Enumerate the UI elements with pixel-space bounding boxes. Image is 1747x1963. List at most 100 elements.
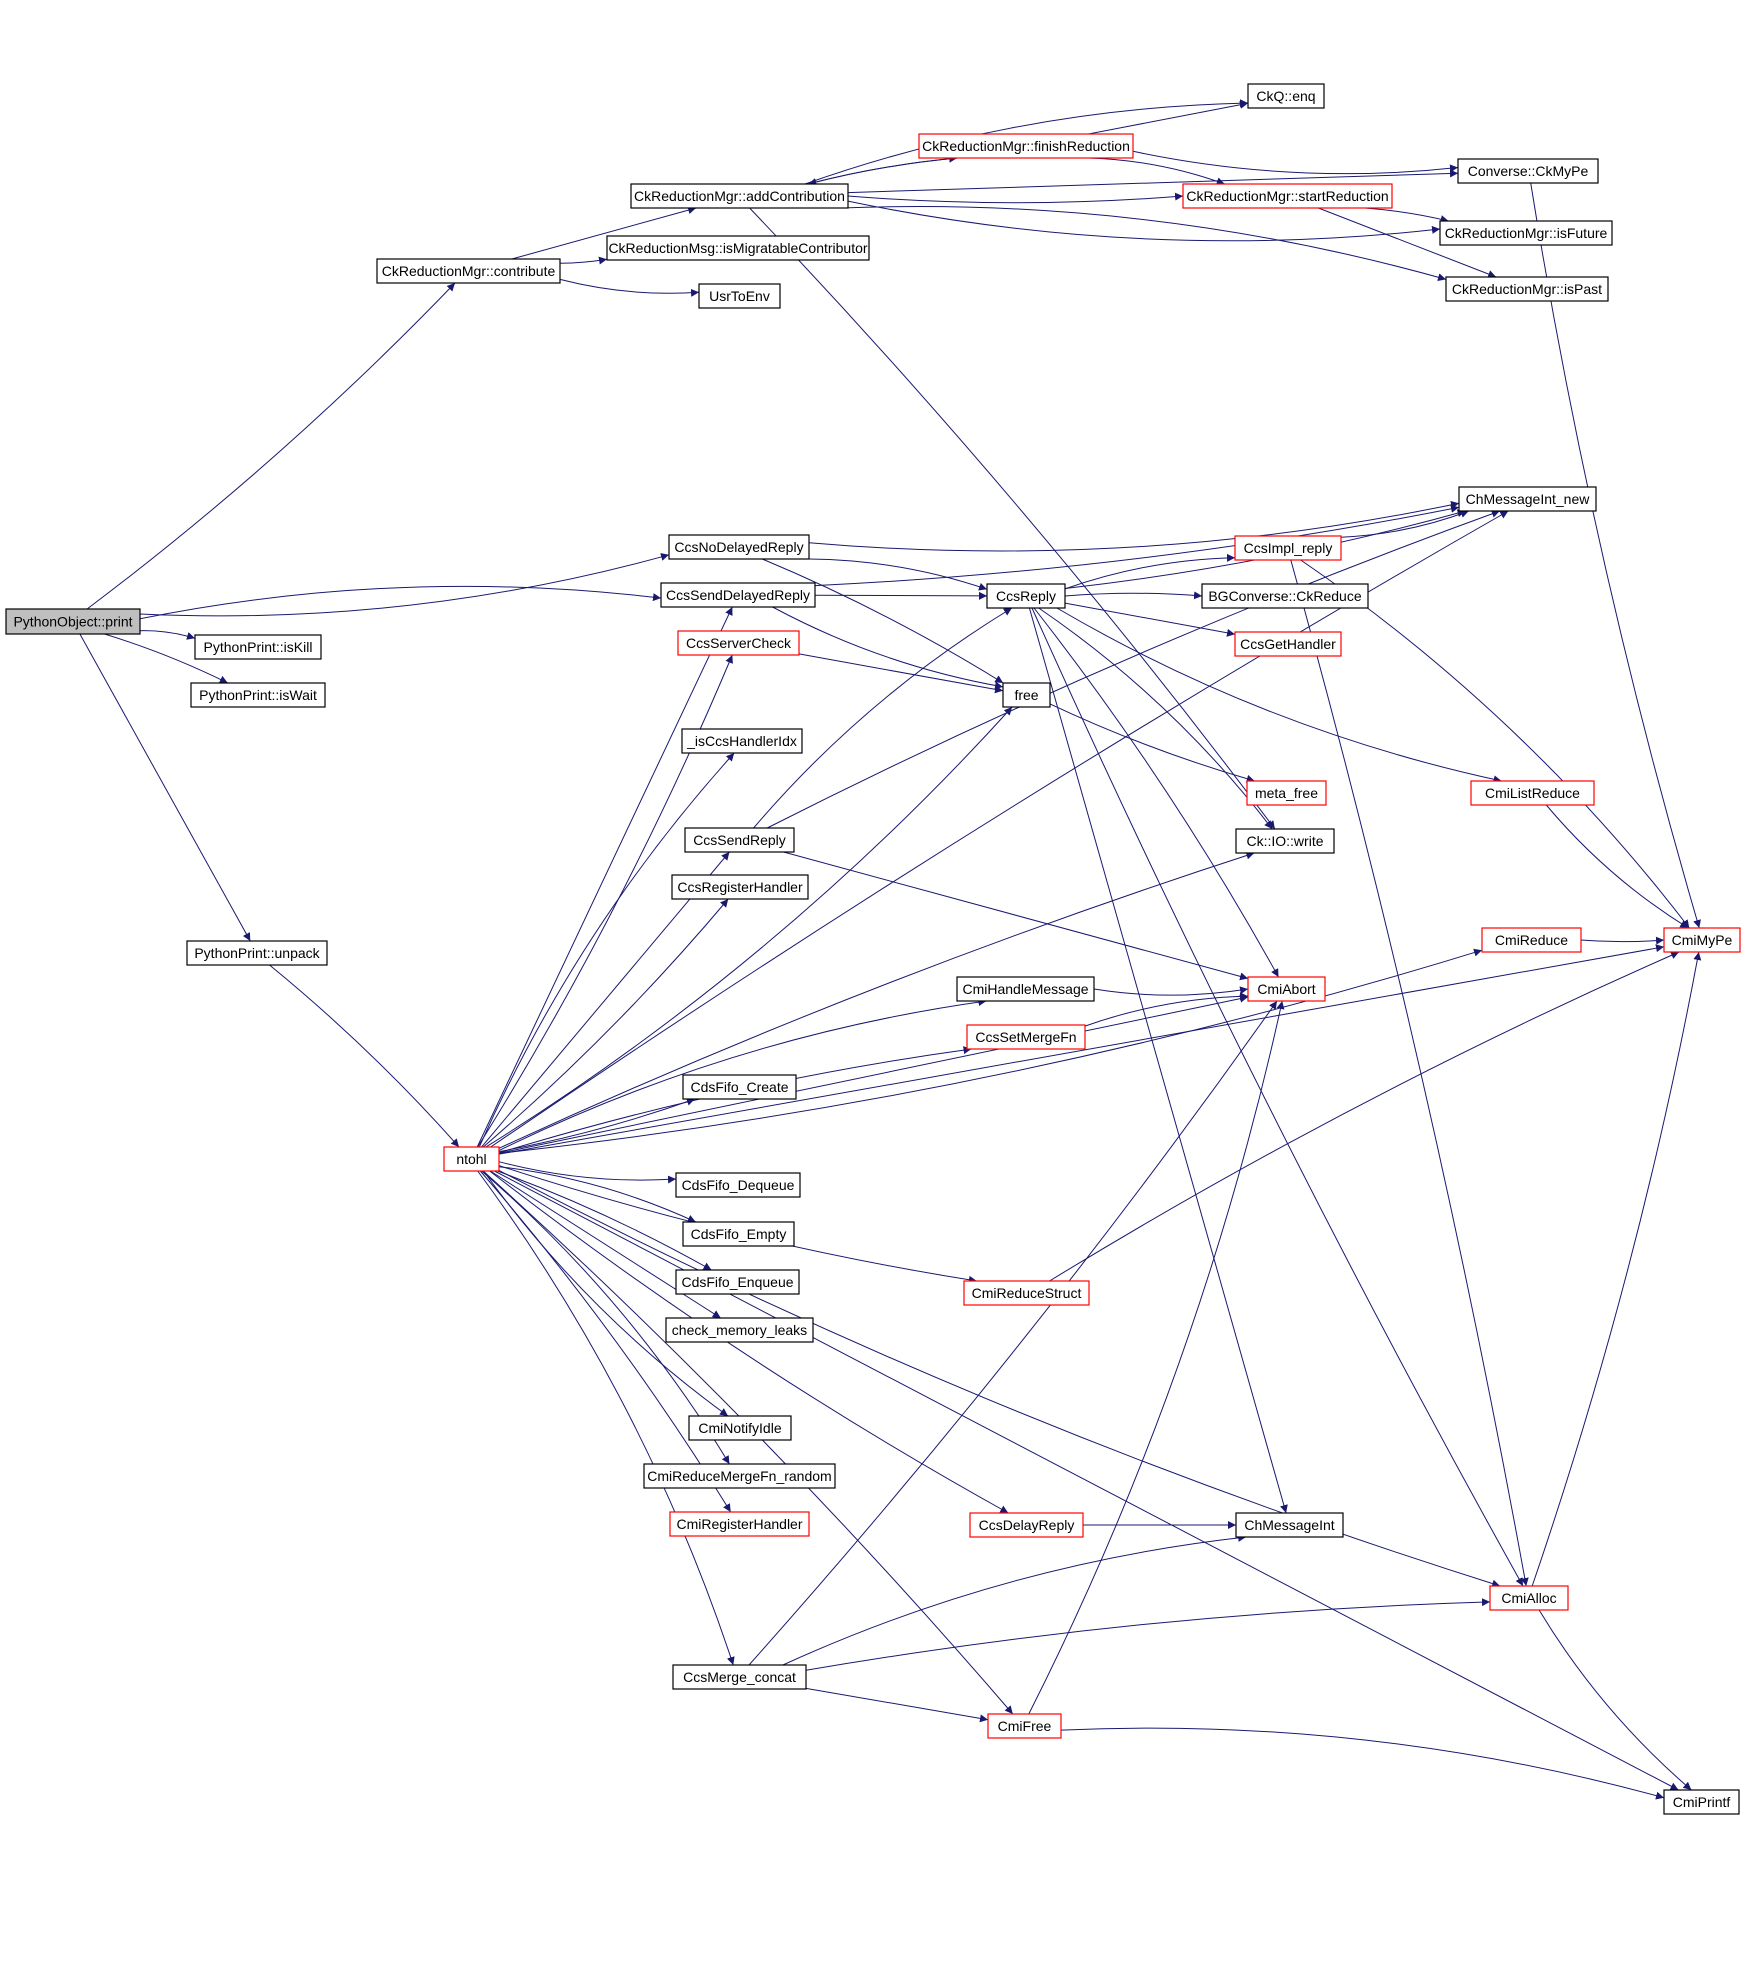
node-ChMessageInt[interactable]: ChMessageInt bbox=[1235, 1512, 1344, 1538]
node-box bbox=[186, 940, 328, 966]
node-UsrToEnv[interactable]: UsrToEnv bbox=[698, 283, 781, 309]
node-box bbox=[966, 1024, 1086, 1050]
edge-root-to-CcsNoDelayedReply bbox=[139, 553, 670, 617]
edge-startReduction-to-isPast bbox=[1318, 207, 1497, 278]
node-CmiReduce[interactable]: CmiReduce bbox=[1481, 927, 1582, 953]
node-CcsMerge_concat[interactable]: CcsMerge_concat bbox=[672, 1664, 807, 1690]
edge-CcsSendDelayedReply-to-CcsReply bbox=[814, 591, 988, 600]
edge-CcsReply-to-CmiAlloc bbox=[1031, 607, 1524, 1587]
node-label: CkReductionMgr::startReduction bbox=[1186, 188, 1388, 204]
node-isFuture[interactable]: CkReductionMgr::isFuture bbox=[1439, 220, 1613, 246]
node-box bbox=[606, 235, 870, 261]
node-label: CcsServerCheck bbox=[686, 635, 792, 651]
node-CmiAlloc[interactable]: CmiAlloc bbox=[1489, 1585, 1569, 1611]
node-finishReduction[interactable]: CkReductionMgr::finishReduction bbox=[918, 133, 1134, 159]
node-CcsRegisterHandler[interactable]: CcsRegisterHandler bbox=[671, 874, 809, 900]
node-CmiPrintf[interactable]: CmiPrintf bbox=[1663, 1789, 1740, 1815]
edge-addContribution-to-finishReduction bbox=[808, 154, 958, 185]
node-box bbox=[681, 728, 803, 754]
node-box bbox=[1247, 976, 1326, 1002]
node-box bbox=[1235, 828, 1335, 854]
node-addContribution[interactable]: CkReductionMgr::addContribution bbox=[630, 183, 849, 209]
node-CdsFifo_Enqueue[interactable]: CdsFifo_Enqueue bbox=[675, 1269, 800, 1295]
node-unpack[interactable]: PythonPrint::unpack bbox=[186, 940, 328, 966]
node-label: CcsMerge_concat bbox=[683, 1669, 796, 1685]
node-CcsDelayReply[interactable]: CcsDelayReply bbox=[969, 1512, 1084, 1538]
node-ChMessageInt_new[interactable]: ChMessageInt_new bbox=[1458, 486, 1597, 512]
node-label: Ck::IO::write bbox=[1246, 833, 1323, 849]
node-CcsImpl_reply[interactable]: CcsImpl_reply bbox=[1234, 535, 1342, 561]
node-CcsSetMergeFn[interactable]: CcsSetMergeFn bbox=[966, 1024, 1086, 1050]
node-startReduction[interactable]: CkReductionMgr::startReduction bbox=[1182, 183, 1393, 209]
node-CcsServerCheck[interactable]: CcsServerCheck bbox=[677, 630, 800, 656]
node-CmiHandleMessage[interactable]: CmiHandleMessage bbox=[956, 976, 1095, 1002]
node-box bbox=[1663, 927, 1741, 953]
node-label: CcsNoDelayedReply bbox=[674, 539, 803, 555]
node-label: CmiReduceMergeFn_random bbox=[647, 1468, 831, 1484]
node-contribute[interactable]: CkReductionMgr::contribute bbox=[376, 258, 561, 284]
edge-ntohl-to-CmiAbort bbox=[498, 994, 1249, 1154]
node-CmiAbort[interactable]: CmiAbort bbox=[1247, 976, 1326, 1002]
node-box bbox=[1663, 1789, 1740, 1815]
node-CcsSendReply[interactable]: CcsSendReply bbox=[684, 827, 795, 853]
node-box bbox=[630, 183, 849, 209]
node-label: CcsRegisterHandler bbox=[677, 879, 803, 895]
node-CcsSendDelayedReply[interactable]: CcsSendDelayedReply bbox=[660, 582, 816, 608]
node-CcsGetHandler[interactable]: CcsGetHandler bbox=[1234, 631, 1342, 657]
edge-contribute-to-isMigratable bbox=[559, 256, 608, 265]
node-CkMyPe[interactable]: Converse::CkMyPe bbox=[1457, 158, 1599, 184]
node-box bbox=[682, 1221, 795, 1247]
edge-addContribution-to-startReduction bbox=[847, 192, 1184, 204]
node-CmiFree[interactable]: CmiFree bbox=[987, 1713, 1062, 1739]
edge-addContribution-to-isPast bbox=[841, 205, 1447, 282]
node-CdsFifo_Dequeue[interactable]: CdsFifo_Dequeue bbox=[675, 1172, 801, 1198]
node-CcsNoDelayedReply[interactable]: CcsNoDelayedReply bbox=[668, 534, 810, 560]
node-check_memory_leaks[interactable]: check_memory_leaks bbox=[665, 1317, 814, 1343]
node-CmiReduceStruct[interactable]: CmiReduceStruct bbox=[963, 1280, 1090, 1306]
node-ntohl[interactable]: ntohl bbox=[443, 1146, 500, 1172]
node-label: CmiReduceStruct bbox=[972, 1285, 1082, 1301]
node-isKill[interactable]: PythonPrint::isKill bbox=[194, 634, 322, 660]
edge-ntohl-to-CmiAlloc bbox=[498, 1169, 1501, 1588]
node-CdsFifo_Create[interactable]: CdsFifo_Create bbox=[682, 1074, 797, 1100]
node-layer: PythonObject::printPythonPrint::isKillPy… bbox=[5, 83, 1741, 1815]
node-enq[interactable]: CkQ::enq bbox=[1247, 83, 1325, 109]
node-isCcsHandlerIdx[interactable]: _isCcsHandlerIdx bbox=[681, 728, 803, 754]
node-CmiMyPe[interactable]: CmiMyPe bbox=[1663, 927, 1741, 953]
edge-CcsReply-to-CmiAbort bbox=[1033, 607, 1279, 978]
node-CmiNotifyIdle[interactable]: CmiNotifyIdle bbox=[688, 1415, 792, 1441]
edge-CcsReply-to-ChMessageInt bbox=[1028, 607, 1288, 1514]
edge-ntohl-to-isCcsHandlerIdx bbox=[478, 752, 735, 1148]
node-meta_free[interactable]: meta_free bbox=[1246, 780, 1327, 806]
node-root[interactable]: PythonObject::print bbox=[5, 608, 141, 635]
node-CmiReduceMergeFn_random[interactable]: CmiReduceMergeFn_random bbox=[643, 1463, 836, 1489]
node-CcsReply[interactable]: CcsReply bbox=[986, 583, 1066, 609]
node-isWait[interactable]: PythonPrint::isWait bbox=[190, 682, 326, 708]
node-label: CmiListReduce bbox=[1485, 785, 1580, 801]
node-label: CdsFifo_Empty bbox=[691, 1226, 787, 1242]
node-CdsFifo_Empty[interactable]: CdsFifo_Empty bbox=[682, 1221, 795, 1247]
node-free[interactable]: free bbox=[1002, 682, 1051, 708]
node-label: CcsDelayReply bbox=[979, 1517, 1075, 1533]
node-box bbox=[969, 1512, 1084, 1538]
edge-CcsMerge_concat-to-ChMessageInt bbox=[782, 1533, 1247, 1666]
node-label: CdsFifo_Create bbox=[690, 1079, 788, 1095]
node-isPast[interactable]: CkReductionMgr::isPast bbox=[1445, 276, 1609, 302]
edge-CmiAlloc-to-CmiPrintf bbox=[1538, 1609, 1692, 1791]
edge-finishReduction-to-enq bbox=[1088, 100, 1249, 135]
node-box bbox=[190, 682, 326, 708]
node-label: PythonPrint::isKill bbox=[204, 639, 313, 655]
edge-unpack-to-ntohl bbox=[269, 964, 460, 1148]
node-CmiListReduce[interactable]: CmiListReduce bbox=[1470, 780, 1595, 806]
node-box bbox=[671, 874, 809, 900]
node-CkIOwrite[interactable]: Ck::IO::write bbox=[1235, 828, 1335, 854]
node-CmiRegisterHandler[interactable]: CmiRegisterHandler bbox=[669, 1511, 810, 1537]
node-isMigratable[interactable]: CkReductionMsg::isMigratableContributor bbox=[606, 235, 870, 261]
edge-root-to-contribute bbox=[86, 282, 456, 610]
edge-CmiReduceStruct-to-CmiMyPe bbox=[1049, 951, 1680, 1282]
node-label: CcsSendDelayedReply bbox=[666, 587, 810, 603]
node-box bbox=[669, 1511, 810, 1537]
node-label: CmiReduce bbox=[1495, 932, 1568, 948]
node-CkReduce[interactable]: BGConverse::CkReduce bbox=[1201, 583, 1369, 609]
